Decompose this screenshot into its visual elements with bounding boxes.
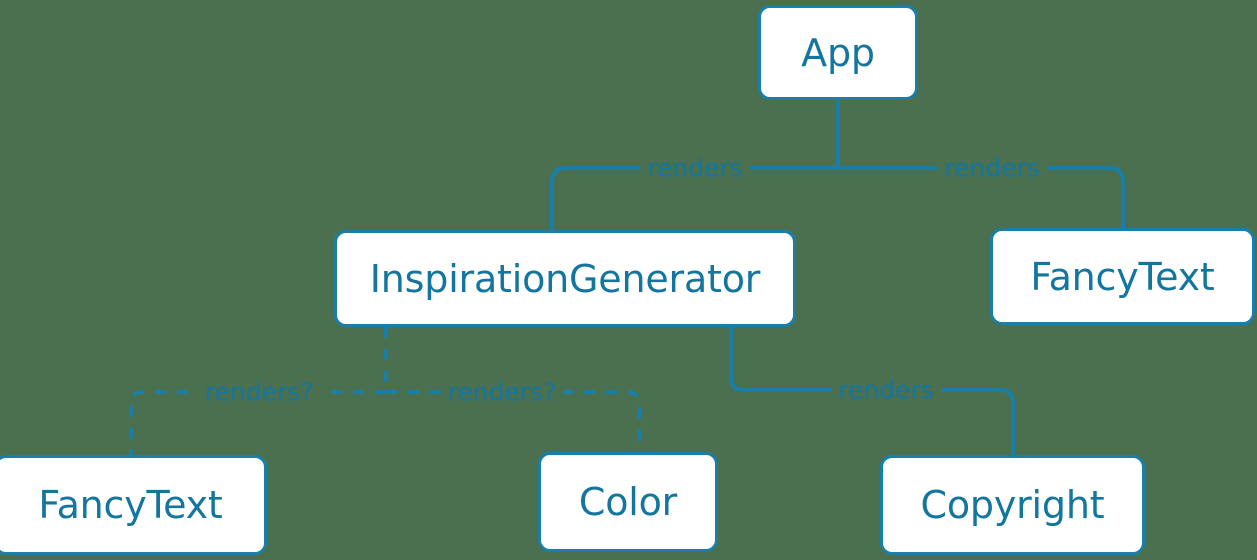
node-app-label: App (801, 30, 875, 75)
node-app[interactable]: App (758, 5, 918, 100)
edge-app-to-fancytext (838, 166, 1125, 228)
edge-app-to-inspiration (550, 166, 838, 230)
node-color-label: Color (578, 480, 678, 524)
node-fancytext-bottom[interactable]: FancyText (0, 455, 267, 555)
node-fancytext-bottom-label: FancyText (38, 483, 223, 527)
edge-label-app-fancytext: renders (937, 155, 1047, 181)
edge-inspiration-to-color (386, 390, 641, 452)
node-inspiration-generator-label: InspirationGenerator (369, 256, 761, 301)
edge-inspiration-to-fancytext (129, 390, 386, 455)
edge-label-inspiration-color: renders? (440, 379, 564, 405)
edge-label-app-inspiration: renders (640, 155, 750, 181)
node-inspiration-generator[interactable]: InspirationGenerator (334, 230, 796, 327)
node-color[interactable]: Color (538, 452, 718, 552)
node-fancytext-right-label: FancyText (1030, 254, 1215, 299)
node-fancytext-right[interactable]: FancyText (990, 228, 1255, 325)
node-copyright-label: Copyright (920, 483, 1105, 527)
edge-label-inspiration-copyright: renders (831, 377, 941, 403)
edge-label-inspiration-fancytext: renders? (197, 379, 321, 405)
node-copyright[interactable]: Copyright (880, 455, 1145, 555)
